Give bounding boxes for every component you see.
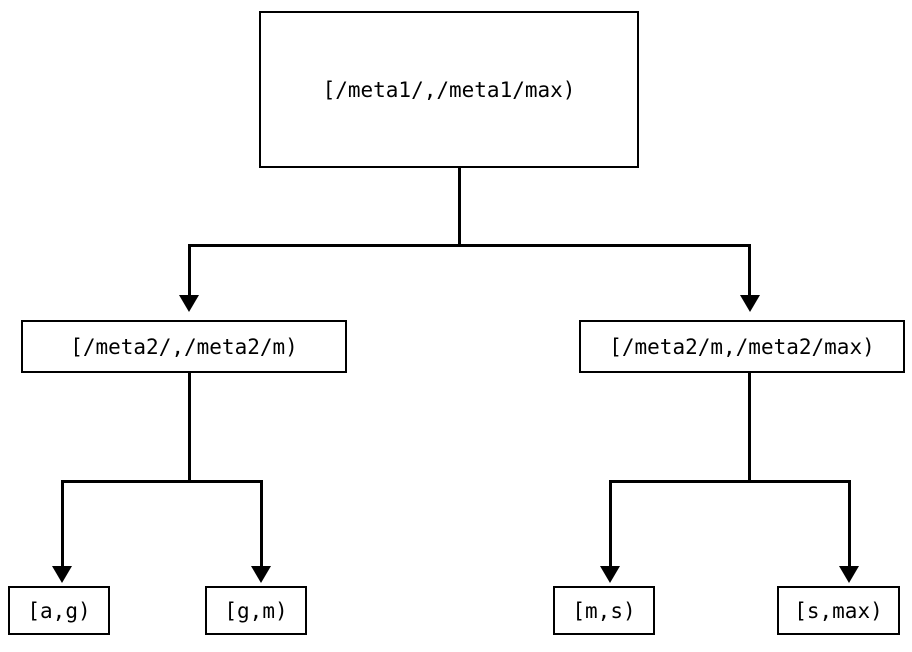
node-mid-right[interactable]: [/meta2/m,/meta2/max) [579,320,905,373]
arrowhead-leaf-4 [839,566,859,583]
node-leaf-1[interactable]: [a,g) [8,586,110,635]
edge-mid-left-crossbar [61,480,263,483]
edge-mid-right-crossbar [609,480,851,483]
edge-mid-left-to-leaf1-drop [61,480,64,569]
node-root-label: [/meta1/,/meta1/max) [322,77,576,102]
edge-mid-left-to-leaf2-drop [260,480,263,569]
edge-mid-left-stem [188,373,191,483]
arrowhead-mid-right [740,295,760,312]
node-leaf-2[interactable]: [g,m) [205,586,307,635]
arrowhead-leaf-1 [52,566,72,583]
arrowhead-leaf-3 [600,566,620,583]
edge-root-crossbar [188,244,751,247]
arrowhead-mid-left [179,295,199,312]
node-leaf-3-label: [m,s) [572,598,636,623]
edge-mid-right-stem [748,373,751,483]
edge-root-to-mid-right-drop [748,244,751,297]
arrowhead-leaf-2 [251,566,271,583]
node-leaf-4[interactable]: [s,max) [777,586,900,635]
edge-mid-right-to-leaf4-drop [848,480,851,569]
node-mid-left[interactable]: [/meta2/,/meta2/m) [21,320,347,373]
node-leaf-1-label: [a,g) [27,598,91,623]
node-leaf-2-label: [g,m) [224,598,288,623]
node-mid-left-label: [/meta2/,/meta2/m) [70,334,298,359]
node-leaf-3[interactable]: [m,s) [553,586,655,635]
node-root[interactable]: [/meta1/,/meta1/max) [259,11,639,168]
edge-mid-right-to-leaf3-drop [609,480,612,569]
edge-root-to-mid-left-drop [188,244,191,297]
edge-root-stem [458,168,461,246]
node-leaf-4-label: [s,max) [794,598,883,623]
node-mid-right-label: [/meta2/m,/meta2/max) [609,334,875,359]
